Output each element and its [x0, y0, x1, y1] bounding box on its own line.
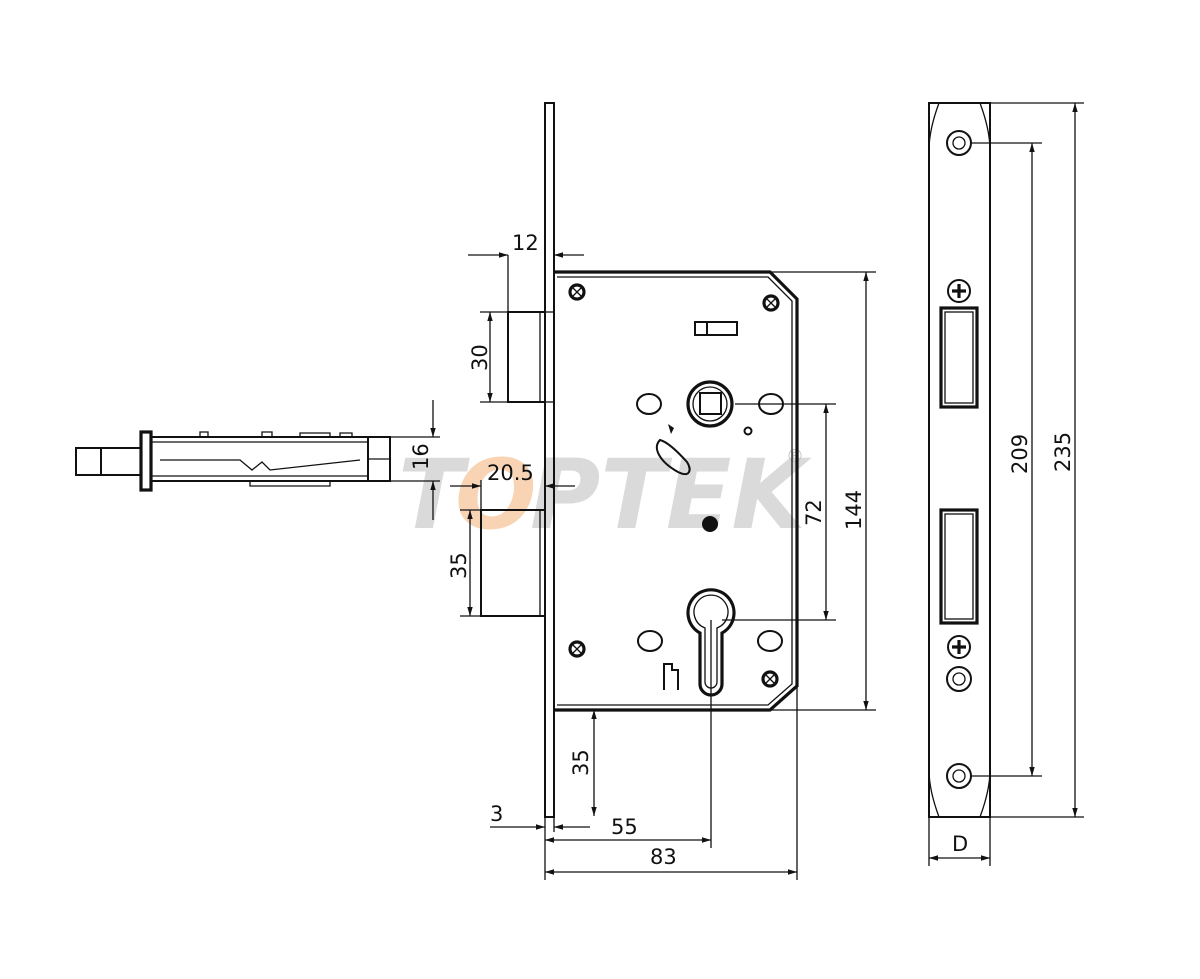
- follower-square-hole: [686, 380, 734, 428]
- strike-lower-hole: [946, 666, 972, 692]
- dim-label-16: 16: [409, 443, 433, 470]
- watermark-registered-mark: ®: [786, 446, 804, 467]
- front-plate: [544, 102, 555, 818]
- dim-label-20-5: 20.5: [487, 461, 534, 485]
- slot-marker: [668, 424, 674, 434]
- dim-label-35-deadbolt: 35: [447, 552, 471, 579]
- dim-label-3: 3: [490, 802, 503, 826]
- dim-label-209: 209: [1008, 434, 1032, 474]
- lower-lug: [663, 663, 679, 690]
- screw-top-right: [762, 294, 780, 312]
- watermark-letter-t: T: [398, 439, 470, 551]
- dim-label-83: 83: [650, 845, 677, 869]
- screw-bottom-right: [761, 670, 779, 688]
- dim-label-144: 144: [842, 490, 866, 530]
- side-view-lock: [75, 430, 391, 492]
- dim-label-12: 12: [512, 231, 539, 255]
- dim-label-55: 55: [611, 815, 638, 839]
- strike-screw-top: [947, 279, 971, 303]
- case-screws: [568, 283, 780, 688]
- strike-screw-bottom: [947, 635, 971, 659]
- latch-bolt: [507, 311, 555, 403]
- dimension-labels: 12 30 16 20.5 35 72 144 35 3 55 83 209 2…: [409, 231, 1075, 869]
- screw-top-left: [568, 283, 586, 301]
- strike-top-hole: [946, 130, 972, 156]
- dim-label-d: D: [952, 832, 968, 856]
- watermark-logo: T O PTEK ®: [398, 439, 812, 551]
- dim-label-72: 72: [802, 499, 826, 526]
- strike-plate: [928, 102, 991, 818]
- watermark-rest: PTEK: [530, 439, 812, 551]
- small-pin: [743, 426, 753, 436]
- dim-label-235: 235: [1051, 432, 1075, 472]
- curved-slot: [655, 438, 691, 476]
- strike-bottom-hole: [946, 763, 972, 789]
- dim-label-35-bottom: 35: [569, 749, 593, 776]
- dimension-lines: [390, 102, 1084, 880]
- cylinder-side-holes: [637, 630, 783, 652]
- watermark-letter-o: O: [455, 439, 537, 551]
- deadbolt: [480, 509, 546, 617]
- strike-deadbolt-opening: [939, 508, 979, 625]
- lock-case: [554, 270, 799, 712]
- screw-bottom-left: [568, 640, 586, 658]
- top-indicator-slot: [694, 321, 738, 336]
- strike-latch-opening: [939, 306, 979, 409]
- center-rivet: [702, 516, 718, 532]
- dim-label-30: 30: [468, 344, 492, 371]
